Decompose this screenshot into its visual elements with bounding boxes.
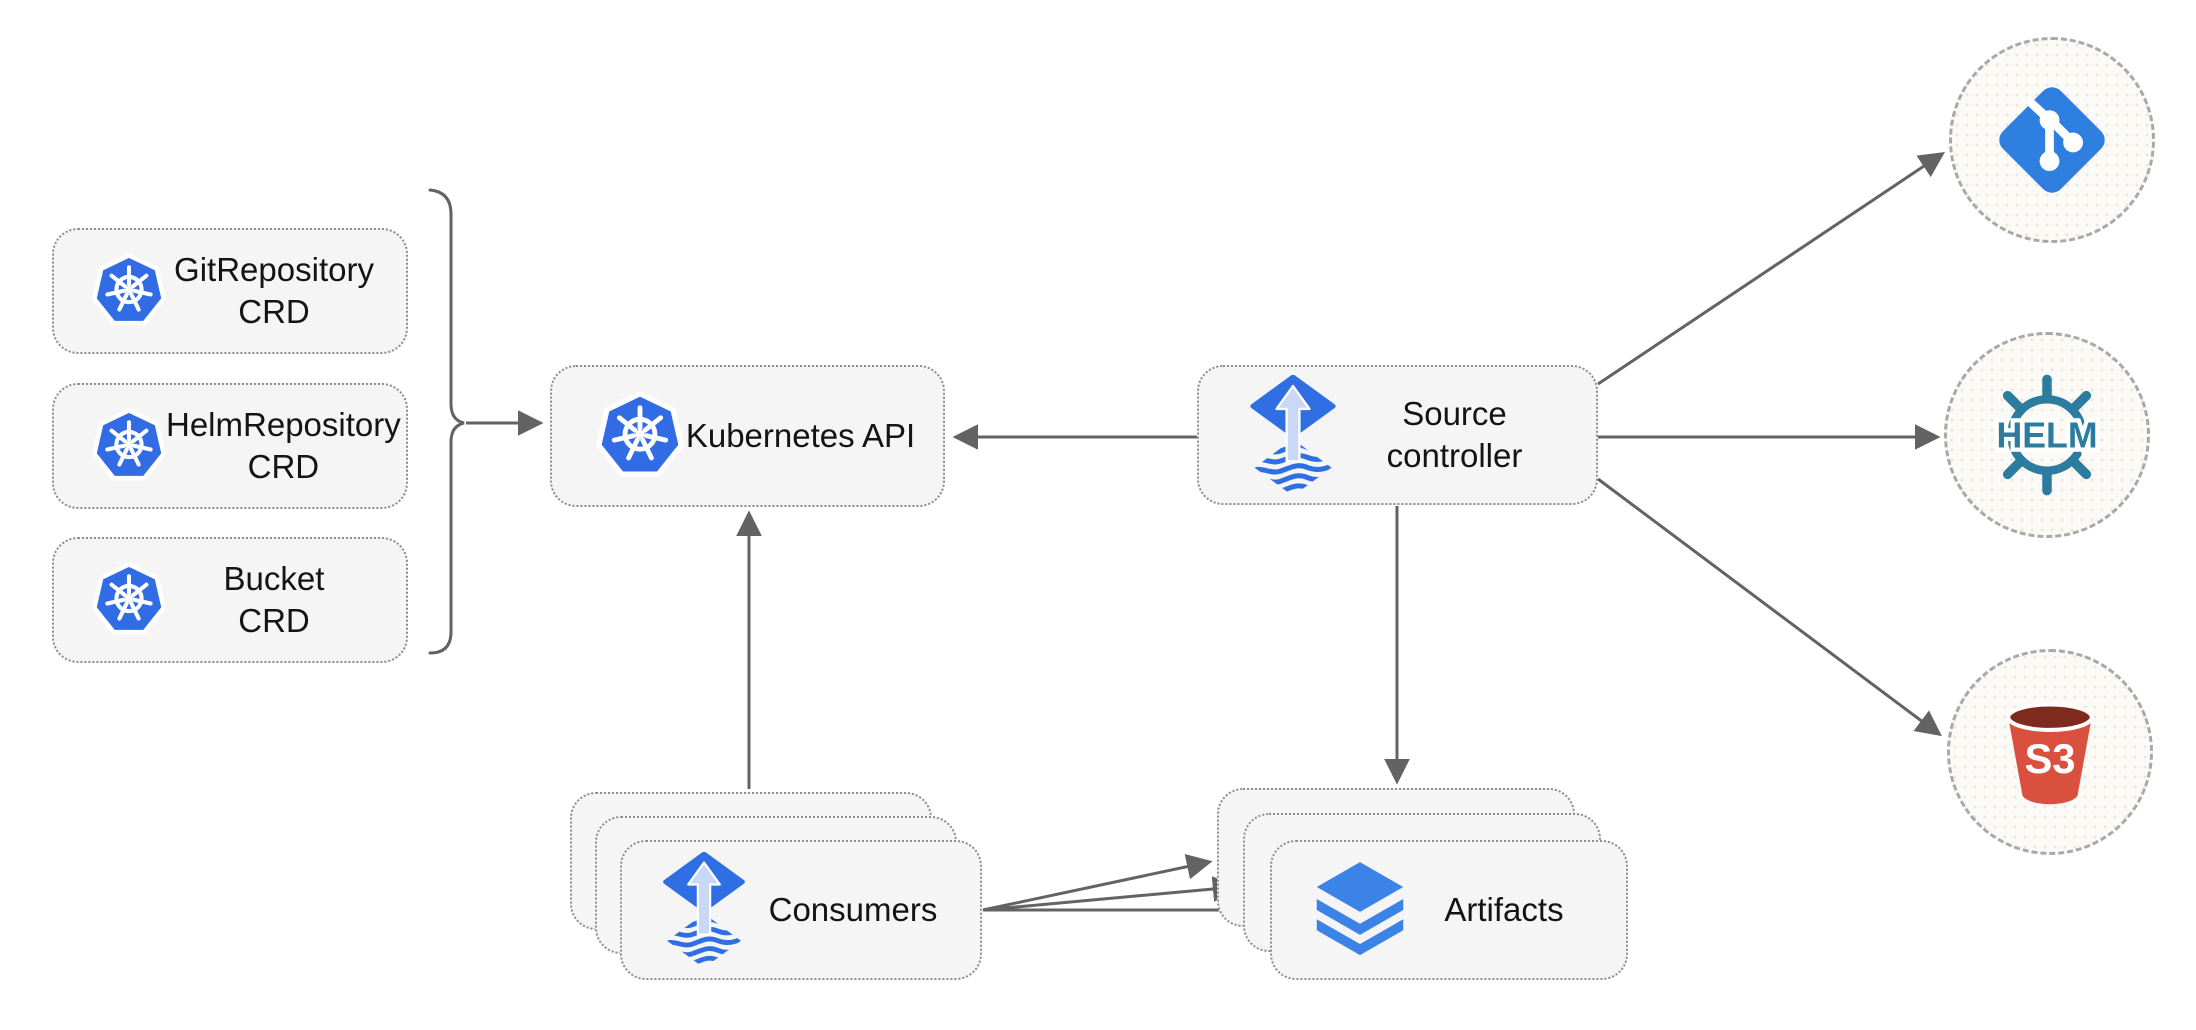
crd-group-bracket: [428, 188, 465, 655]
helm-logo-text: HELM: [1996, 416, 2097, 456]
node-label: Artifacts: [1444, 890, 1564, 928]
helm-icon: HELM: [1984, 372, 2110, 498]
node-label: HelmRepository CRD: [166, 405, 401, 485]
s3-bucket-icon: S3: [1992, 694, 2108, 810]
node-bucket-crd: Bucket CRD: [52, 537, 408, 663]
kubernetes-icon: [92, 563, 166, 637]
node-kubernetes-api: Kubernetes API: [550, 365, 945, 507]
node-consumers: Consumers: [620, 840, 982, 980]
endpoint-s3: S3: [1947, 649, 2153, 855]
git-icon: [1990, 78, 2114, 202]
kubernetes-icon: [92, 254, 166, 328]
kubernetes-icon: [92, 409, 166, 483]
edge-source-to-s3: [1597, 477, 1942, 737]
node-artifacts: Artifacts: [1270, 840, 1628, 980]
node-gitrepository-crd: GitRepository CRD: [52, 228, 408, 354]
node-label: Source controller: [1386, 394, 1523, 474]
edge-consumers-to-artifacts-2: [982, 876, 1239, 912]
s3-logo-text: S3: [2024, 735, 2075, 782]
node-label: Bucket CRD: [223, 559, 325, 639]
flux-icon: [660, 852, 748, 968]
node-label: Kubernetes API: [685, 416, 916, 454]
layers-icon: [1314, 862, 1406, 958]
edge-source-to-git: [1597, 151, 1946, 386]
node-label: GitRepository CRD: [174, 250, 374, 330]
endpoint-helm: HELM: [1944, 332, 2150, 538]
node-source-controller: Source controller: [1197, 365, 1598, 505]
kubernetes-icon: [596, 392, 684, 480]
node-label: Consumers: [768, 890, 938, 928]
endpoint-git: [1949, 37, 2155, 243]
flux-icon: [1247, 374, 1339, 496]
edge-consumers-to-artifacts-1: [982, 853, 1213, 912]
node-helmrepository-crd: HelmRepository CRD: [52, 383, 408, 509]
